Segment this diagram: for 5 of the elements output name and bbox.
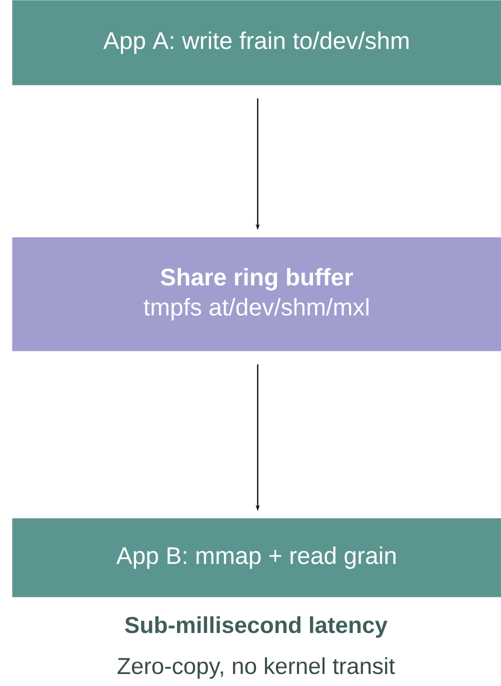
caption-text: Sub-millisecond latency <box>125 616 388 638</box>
caption-text: Zero-copy, no kernel transit <box>118 657 395 679</box>
process-box: App A: write frain to/dev/shm <box>12 0 501 86</box>
process-box: Share ring buffer tmpfs at/dev/shm/mxl <box>12 237 501 352</box>
process-box: App B: mmap + read grain <box>12 518 501 598</box>
